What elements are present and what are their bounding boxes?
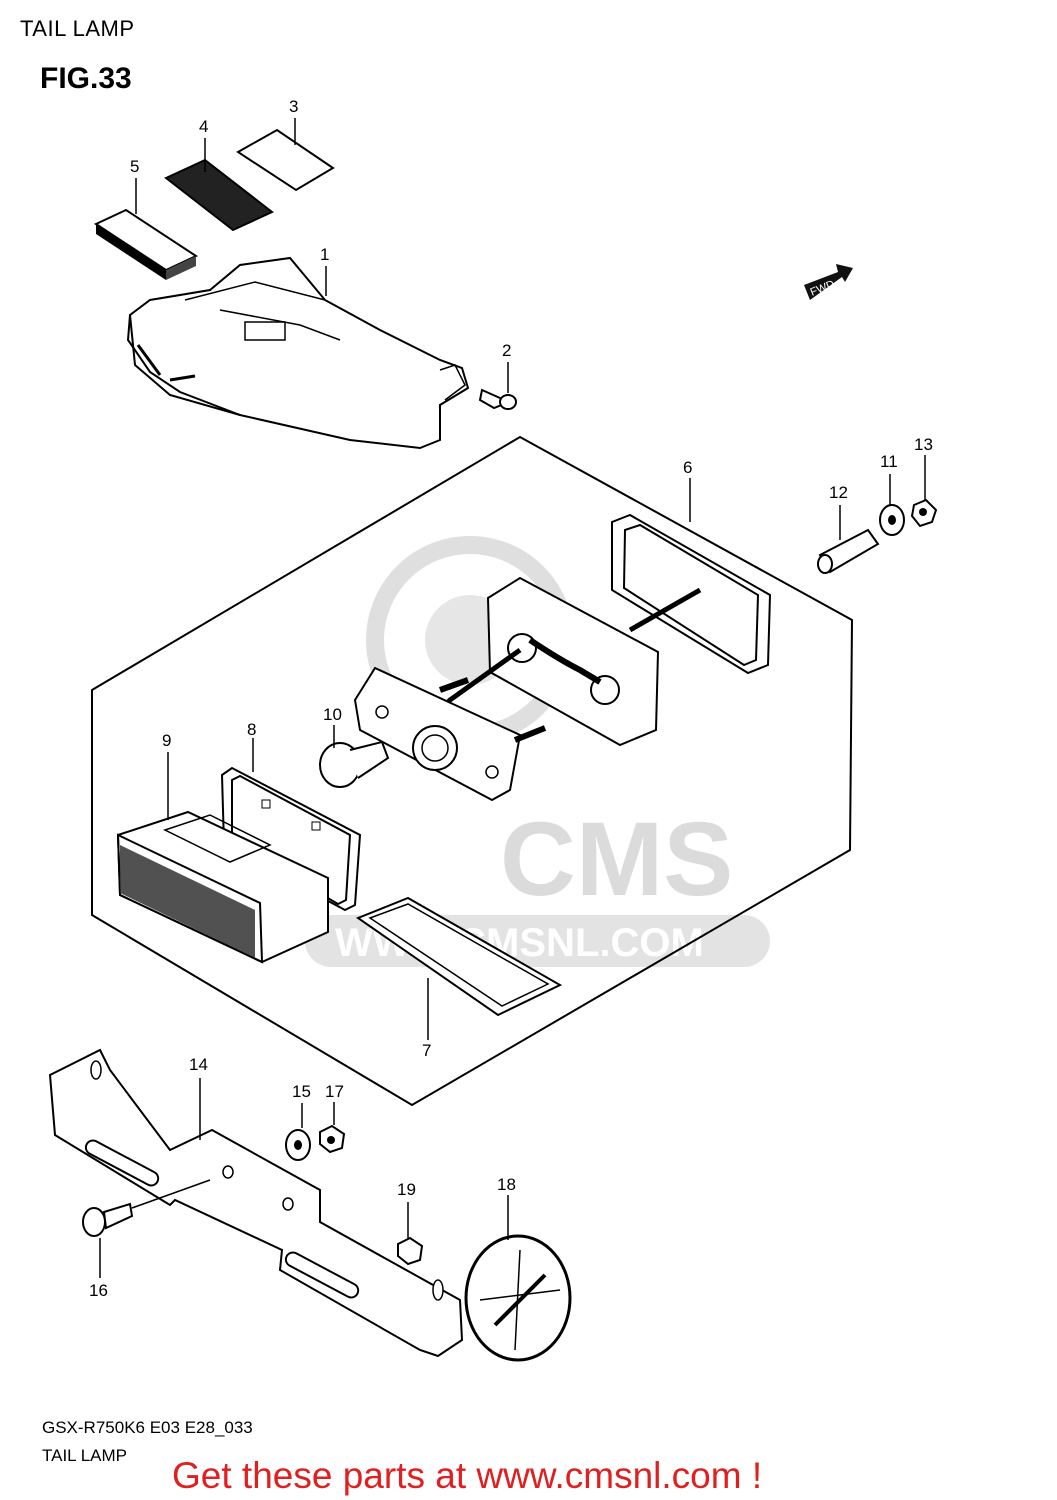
part-17-nut	[319, 1102, 346, 1154]
part-9-lens	[116, 752, 329, 964]
page-header-title: TAIL LAMP	[20, 16, 135, 41]
part-label-15: 15	[292, 1082, 311, 1101]
part-label-7: 7	[422, 1041, 431, 1060]
part-13-nut	[910, 455, 938, 528]
part-2-screw	[478, 362, 517, 410]
part-label-9: 9	[162, 731, 171, 750]
part-3-sticker	[236, 118, 335, 192]
part-label-19: 19	[397, 1180, 416, 1199]
part-label-17: 17	[325, 1082, 344, 1101]
part-label-4: 4	[199, 117, 208, 136]
figure-number: FIG.33	[40, 62, 132, 95]
part-label-11: 11	[880, 452, 898, 471]
get-parts-link[interactable]: Get these parts at www.cmsnl.com !	[172, 1455, 763, 1496]
part-1-tail-lamp-assembly	[126, 256, 470, 450]
part-16-screw	[82, 1179, 211, 1278]
part-label-14: 14	[189, 1055, 208, 1074]
watermark-brand: CMS	[500, 801, 733, 918]
part-label-12: 12	[829, 483, 848, 502]
part-label-1: 1	[320, 245, 329, 264]
part-14-bracket	[48, 1048, 464, 1358]
fwd-arrow-icon: FWD	[804, 264, 853, 300]
part-label-2: 2	[502, 341, 511, 360]
part-label-8: 8	[247, 720, 256, 739]
bulb-holder	[353, 666, 547, 802]
part-10-bulb	[319, 725, 390, 788]
housing-outline	[91, 435, 854, 1107]
part-label-3: 3	[289, 97, 298, 116]
part-7-plate	[355, 896, 563, 1040]
fwd-label: FWD	[809, 278, 837, 299]
part-18-reflector	[464, 1195, 572, 1362]
part-12-collar	[817, 505, 880, 574]
part-label-16: 16	[89, 1281, 108, 1300]
part-label-6: 6	[683, 458, 692, 477]
part-15-washer	[285, 1103, 311, 1161]
part-5-reflector-block	[93, 178, 199, 280]
section-name: TAIL LAMP	[42, 1446, 128, 1465]
part-19-nut	[397, 1202, 424, 1266]
part-label-10: 10	[323, 705, 342, 724]
model-code: GSX-R750K6 E03 E28_033	[42, 1418, 253, 1437]
part-11-washer	[879, 474, 905, 536]
part-label-18: 18	[497, 1175, 516, 1194]
part-label-5: 5	[130, 157, 139, 176]
part-label-13: 13	[914, 435, 933, 454]
part-4-reflector-strip	[164, 138, 274, 232]
